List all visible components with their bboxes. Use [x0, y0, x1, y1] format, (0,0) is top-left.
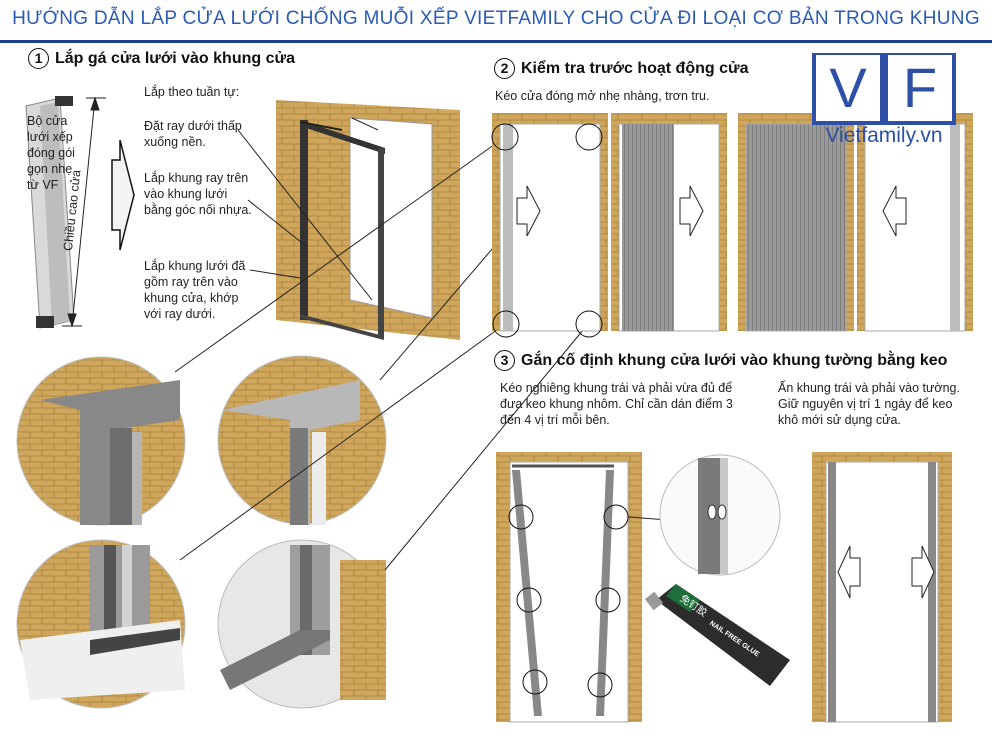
step2-heading: 2 Kiểm tra trước hoạt động cửa: [494, 58, 748, 79]
step3-text-right: Ấn khung trái và phải vào tường. Giữ ngu…: [778, 381, 960, 427]
step3-title: Gắn cố định khung cửa lưới vào khung tườ…: [521, 352, 948, 369]
glue-door-tilted: [496, 452, 669, 723]
door-check-3: [738, 113, 854, 332]
page-title-bar: HƯỚNG DẪN LẮP CỬA LƯỚI CHỐNG MUỖI XẾP VI…: [0, 0, 992, 43]
height-arrow: [62, 96, 106, 328]
step1-title: Lắp gá cửa lưới vào khung cửa: [55, 50, 295, 67]
step3-number: 3: [494, 350, 515, 371]
detail-circle-bottom-left: [16, 539, 186, 709]
packed-kit-illustration: [25, 96, 75, 329]
instruction-leaders: [237, 129, 373, 301]
detail-circle-top-left: [16, 356, 186, 526]
glue-door-pressed: [812, 452, 952, 723]
step3-text-left: Kéo nghiêng khung trái và phải vừa đủ để…: [500, 381, 733, 427]
step2-text: Kéo cửa đóng mở nhẹ nhàng, trơn tru.: [495, 89, 710, 103]
step1-heading: 1 Lắp gá cửa lưới vào khung cửa: [28, 48, 295, 69]
door-check-4: [857, 113, 973, 332]
glue-detail-circle: [659, 454, 781, 576]
vf-logo: V F: [812, 53, 956, 125]
door-check-2: [611, 113, 727, 332]
door-assembly-illustration: [276, 100, 460, 340]
logo-url: Vietfamily.vn: [825, 124, 943, 147]
logo-letter-v: V: [816, 55, 880, 121]
detail-circle-bottom-right: [217, 539, 387, 709]
step2-number: 2: [494, 58, 515, 79]
kit-label: Bộ cửa lưới xếp đóng gói gọn nhẹ từ VF: [27, 114, 75, 192]
step3-heading: 3 Gắn cố định khung cửa lưới vào khung tư…: [494, 350, 947, 371]
step1-instruction-2: Lắp khung ray trên vào khung lưới bằng g…: [144, 171, 252, 217]
logo-letter-f: F: [888, 55, 952, 121]
detail-circle-top-right: [217, 355, 387, 525]
page-title: HƯỚNG DẪN LẮP CỬA LƯỚI CHỐNG MUỖI XẾP VI…: [12, 8, 980, 29]
step1-instruction-1: Đặt ray dưới thấp xuống nền.: [144, 119, 242, 149]
arrow-right-icon: [111, 139, 135, 251]
step2-title: Kiểm tra trước hoạt động cửa: [521, 60, 749, 77]
step1-intro: Lắp theo tuần tự:: [144, 85, 240, 99]
step1-instruction-3: Lắp khung lưới đã gồm ray trên vào khung…: [144, 259, 246, 321]
door-check-1: [491, 113, 608, 338]
step1-number: 1: [28, 48, 49, 69]
glue-tube-icon: [644, 584, 790, 686]
